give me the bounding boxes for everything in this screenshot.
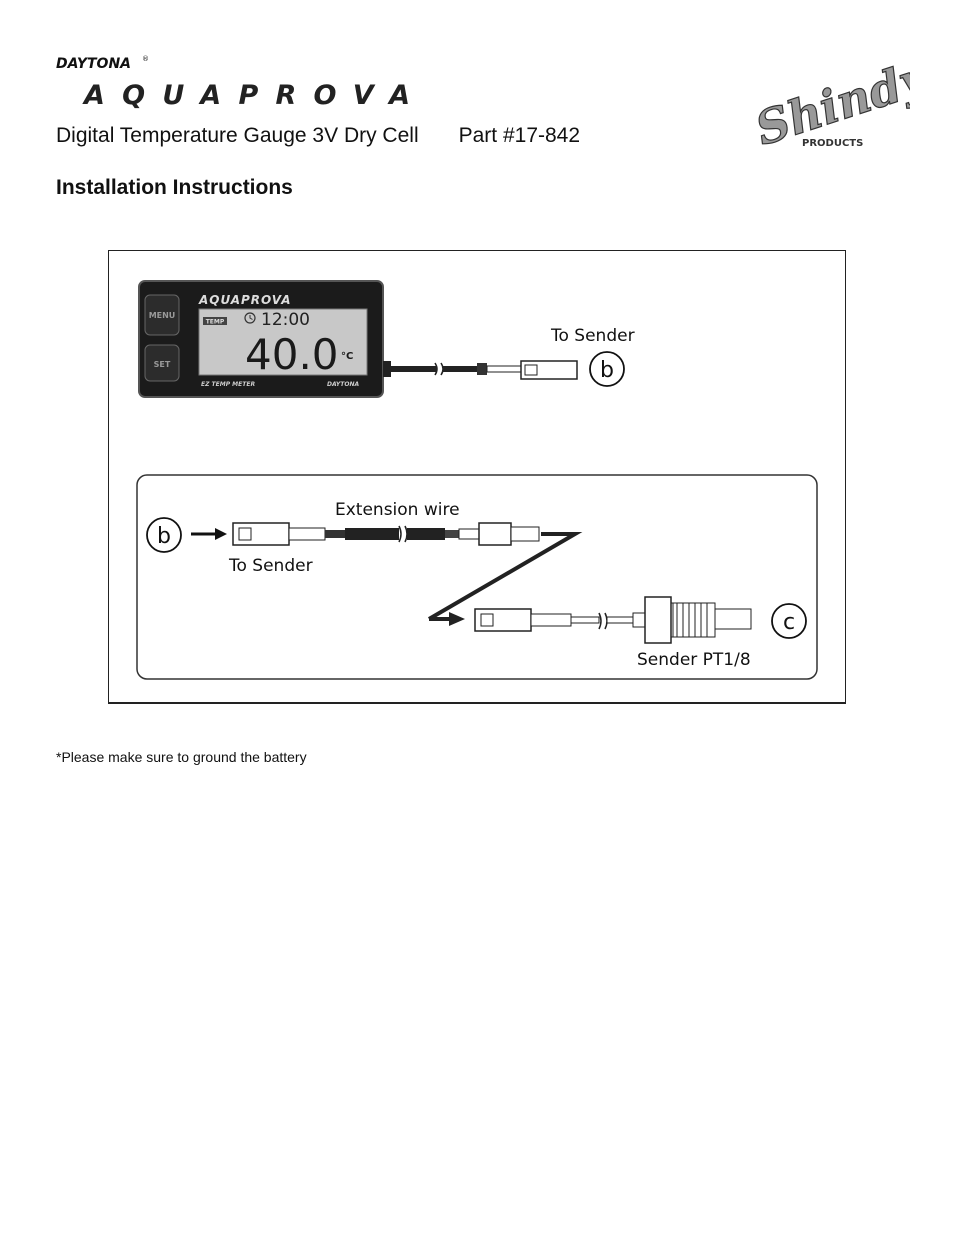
section-heading: Installation Instructions — [56, 176, 293, 199]
clock-readout: 12:00 — [261, 310, 310, 330]
gauge-brand: AQUAPROVA — [198, 293, 292, 307]
temperature-sender — [474, 596, 752, 644]
marker-c-letter: c — [783, 610, 795, 635]
extension-wire-label: Extension wire — [335, 500, 460, 520]
document-title: Digital Temperature Gauge 3V Dry Cell Par… — [56, 124, 580, 148]
temperature-readout: 40.0 — [245, 330, 339, 379]
menu-button — [144, 294, 180, 336]
wiring-diagram: MENU SET AQUAPROVA TEMP 12:00 40.0 °C EZ… — [108, 250, 846, 704]
bottom-to-sender-label: To Sender — [228, 556, 313, 576]
daytona-wordmark: DAYTONA — [56, 56, 131, 72]
unit-label: °C — [341, 351, 353, 362]
shindy-wordmark: Shindy — [749, 52, 910, 152]
model-label: EZ TEMP METER — [201, 381, 255, 388]
registered-mark: ® — [142, 55, 149, 63]
set-label: SET — [154, 360, 171, 369]
marker-c — [771, 603, 807, 639]
top-to-sender-label: To Sender — [550, 326, 635, 346]
menu-label: MENU — [149, 311, 176, 320]
shindy-logo: Shindy PRODUCTS — [740, 48, 937, 156]
clock-icon — [244, 312, 256, 324]
arrow-right-icon — [449, 612, 465, 626]
product-name: Digital Temperature Gauge 3V Dry Cell — [56, 124, 419, 147]
extension-wire — [232, 522, 540, 546]
sender-label: Sender PT1/8 — [637, 650, 751, 670]
gauge-unit: MENU SET AQUAPROVA TEMP 12:00 40.0 °C EZ… — [138, 280, 384, 398]
shindy-products-label: PRODUCTS — [802, 138, 863, 149]
set-button — [144, 344, 180, 382]
extension-panel — [136, 474, 818, 680]
footnote: *Please make sure to ground the battery — [56, 749, 307, 765]
aquaprova-wordmark: AQUAPROVA — [82, 80, 414, 111]
arrow-right-icon — [215, 528, 227, 540]
part-number: Part #17-842 — [458, 124, 581, 147]
route-arrow — [427, 532, 583, 621]
aquaprova-logo: DAYTONA ® AQUAPROVA — [56, 52, 436, 112]
marker-b-top-letter: b — [600, 358, 614, 383]
marker-b-bottom — [146, 517, 182, 553]
gauge-cable — [383, 360, 578, 380]
temp-tag: TEMP — [206, 319, 225, 326]
maker-label: DAYTONA — [327, 381, 359, 388]
marker-b-bottom-letter: b — [157, 524, 171, 549]
marker-b-top — [589, 351, 625, 387]
